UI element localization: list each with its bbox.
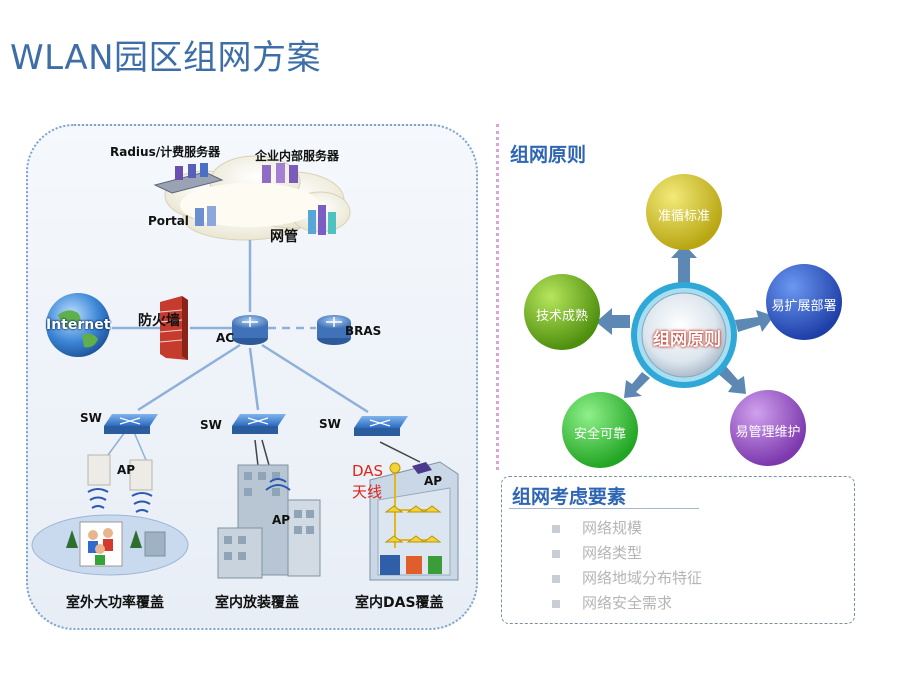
factors-heading: 组网考虑要素 (512, 486, 627, 508)
principle-label-secure: 安全可靠 (573, 427, 626, 442)
das-label-1: DAS (352, 462, 384, 480)
radius-server-icon (153, 163, 224, 194)
caption-indoor: 室内放装覆盖 (215, 595, 299, 611)
das-label-2: 天线 (352, 483, 383, 501)
principle-label-mature: 技术成熟 (535, 309, 588, 324)
switch-label-1: SW (80, 411, 102, 425)
radius-server-label: Radius/计费服务器 (110, 145, 221, 159)
page-title: WLAN园区组网方案 (10, 38, 322, 78)
nms-label: 网管 (270, 229, 298, 245)
factor-text: 网络地域分布特征 (582, 569, 703, 587)
internet-label: Internet (46, 317, 111, 333)
principle-label-manageable: 易管理维护 (735, 425, 801, 440)
factors-heading-underline (509, 508, 699, 509)
enterprise-server-icon (262, 163, 298, 183)
principle-manageable (730, 390, 806, 466)
ap-label-indoor: AP (272, 513, 291, 527)
factor-item: 网络规模 (552, 517, 642, 538)
factor-text: 网络规模 (582, 519, 643, 537)
ac-label: AC (216, 331, 235, 345)
firewall-icon (159, 296, 188, 360)
principle-mature (524, 274, 600, 350)
nms-server-icon (308, 205, 336, 235)
section-separator (496, 124, 499, 470)
bullet-icon (552, 574, 560, 583)
portal-label: Portal (148, 214, 189, 228)
principle-standard (646, 174, 722, 250)
switch-icon-3 (354, 416, 408, 436)
bras-router-icon (317, 315, 351, 345)
ap-label-outdoor: AP (117, 463, 136, 477)
caption-das: 室内DAS覆盖 (355, 595, 444, 611)
internet-globe-icon (46, 293, 110, 357)
factor-item: 网络安全需求 (552, 592, 672, 613)
switch-label-2: SW (200, 418, 222, 432)
switch-label-3: SW (319, 417, 341, 431)
principle-label-standard: 准循标准 (657, 209, 710, 224)
factor-text: 网络类型 (582, 544, 643, 562)
factor-item: 网络地域分布特征 (552, 567, 702, 588)
ac-router-icon (232, 315, 268, 345)
portal-server-icon (195, 206, 216, 226)
indoor-coverage-scene (217, 464, 321, 579)
factor-text: 网络安全需求 (582, 594, 673, 612)
principles-diagram (524, 174, 842, 468)
factor-item: 网络类型 (552, 542, 642, 563)
bullet-icon (552, 599, 560, 608)
principles-center-label: 组网原则 (653, 330, 721, 350)
principle-label-scalable: 易扩展部署 (771, 299, 837, 314)
principle-scalable (766, 264, 842, 340)
factors-box (501, 476, 855, 624)
bras-label: BRAS (345, 324, 382, 338)
switch-icon-1 (104, 414, 158, 434)
principle-arrows (596, 244, 774, 398)
outdoor-coverage-scene (31, 454, 189, 576)
principles-heading: 组网原则 (510, 144, 587, 166)
switch-icon-2 (232, 414, 286, 434)
firewall-label: 防火墙 (138, 313, 180, 329)
caption-outdoor: 室外大功率覆盖 (66, 595, 164, 611)
das-coverage-scene (369, 461, 459, 581)
bullet-icon (552, 524, 560, 533)
ap-label-das: AP (424, 474, 443, 488)
bullet-icon (552, 549, 560, 558)
enterprise-server-label: 企业内部服务器 (255, 149, 340, 163)
principle-secure (562, 392, 638, 468)
